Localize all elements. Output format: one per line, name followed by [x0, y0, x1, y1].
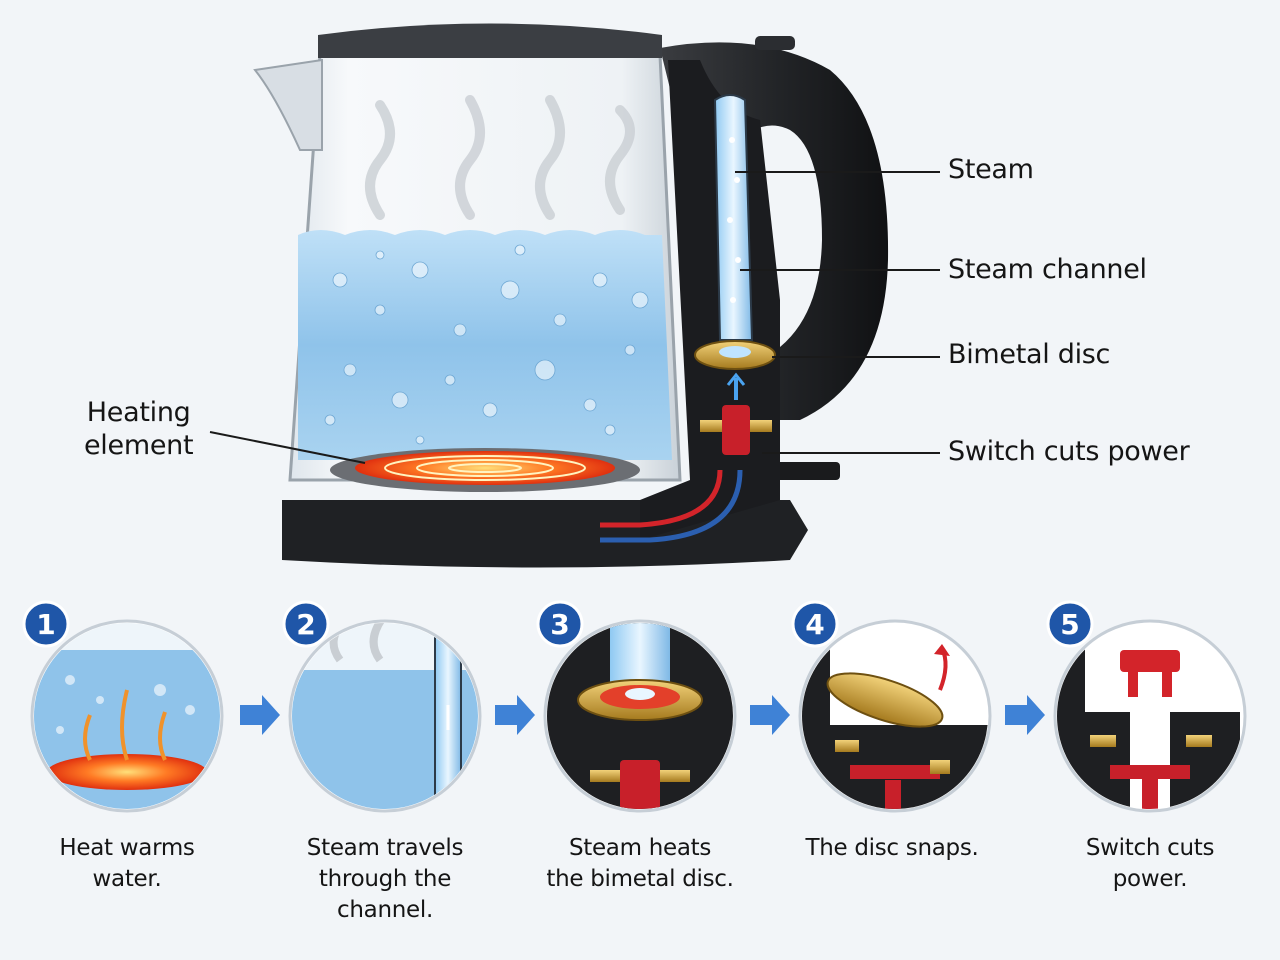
step-4-illustration: 4: [791, 600, 992, 813]
steam-channel: [713, 94, 754, 341]
step-5-caption-line: Switch cuts: [1085, 835, 1215, 861]
arrow-right-icon: [240, 695, 280, 735]
water: [298, 230, 672, 460]
callout-heating-element: Heating element: [84, 396, 194, 462]
switch-icon: [722, 405, 750, 455]
step-1-number: 1: [36, 608, 55, 641]
step-1-caption-line: Heat warms: [59, 835, 195, 861]
step-3-caption-line: the bimetal disc.: [546, 866, 734, 892]
step-2-caption-line: Steam travels: [306, 835, 464, 861]
spout: [253, 58, 323, 151]
step-3-number: 3: [550, 608, 569, 641]
lid: [318, 23, 662, 58]
callout-bimetal-disc: Bimetal disc: [948, 339, 1111, 370]
step-4-caption-line: The disc snaps.: [805, 835, 979, 861]
wire-red: [600, 469, 723, 528]
step-4-badge: [791, 600, 839, 648]
steam-wisps: [365, 95, 635, 220]
step-1-caption-line: water.: [92, 866, 162, 892]
lid-button: [755, 36, 795, 50]
step-3-caption-line: Steam heats: [568, 835, 712, 861]
step-2-caption-line: channel.: [337, 897, 433, 923]
step-5-illustration: 5: [1046, 600, 1247, 813]
step-5-caption: Switch cuts power.: [1030, 833, 1270, 895]
step-4-caption: The disc snaps.: [772, 833, 1012, 864]
step-3-caption: Steam heats the bimetal disc.: [520, 833, 760, 895]
step-3-badge: [536, 600, 584, 648]
step-4-number: 4: [805, 608, 824, 641]
arrow-right-icon: [750, 695, 790, 735]
wire-blue: [600, 469, 743, 543]
step-3-illustration: 3: [536, 600, 737, 813]
callout-steam: Steam: [948, 154, 1034, 185]
callout-heating-element-line1: Heating: [86, 397, 191, 428]
step-1-illustration: 1: [22, 600, 224, 813]
step-1-badge: [22, 600, 70, 648]
step-2-caption-line: through the: [318, 866, 452, 892]
step-5-number: 5: [1060, 608, 1079, 641]
bubbles: [324, 244, 649, 445]
arrow-right-icon: [495, 695, 535, 735]
callout-steam-channel: Steam channel: [948, 254, 1147, 285]
callout-heating-element-line2: element: [84, 430, 194, 461]
leader-heating-element: [209, 431, 366, 464]
step-5-badge: [1046, 600, 1094, 648]
step-2-caption: Steam travels through the channel.: [265, 833, 505, 926]
step-5-caption-line: power.: [1112, 866, 1188, 892]
callout-switch-cuts-power: Switch cuts power: [948, 436, 1190, 467]
kettle-cutaway: [253, 23, 889, 568]
step-2-illustration: 2: [282, 600, 482, 813]
step-1-caption: Heat warms water.: [7, 833, 247, 895]
arrow-right-icon: [1005, 695, 1045, 735]
step-2-number: 2: [296, 608, 315, 641]
step-2-badge: [282, 600, 330, 648]
